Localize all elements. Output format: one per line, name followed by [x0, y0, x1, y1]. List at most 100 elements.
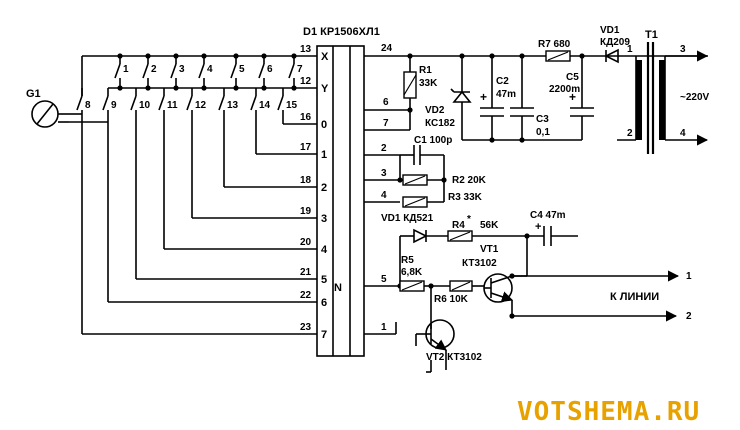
- t1-pin-1: 1: [627, 44, 633, 55]
- ic-pin-16: 16: [300, 112, 312, 123]
- ic-pin-21: 21: [300, 267, 312, 278]
- vd1-top-diode: [604, 48, 619, 64]
- ic-pin-1r: 1: [381, 322, 387, 333]
- keypad-top-2: 2: [151, 64, 157, 75]
- c5-label: C5: [566, 72, 579, 83]
- switch-top-1: [114, 63, 121, 79]
- r4-label: R4: [452, 220, 465, 231]
- ic-pin-2r: 2: [381, 143, 387, 154]
- r4-star: *: [467, 214, 471, 225]
- switch-top-4: [198, 63, 205, 79]
- switch-side-12: [186, 95, 193, 111]
- ic-pin-7: 7: [383, 118, 389, 129]
- vd1-top-value: КД209: [600, 37, 630, 48]
- c2-label: C2: [496, 76, 509, 87]
- ic-pin-name-22: 6: [321, 297, 327, 309]
- line-pin-1: 1: [686, 271, 692, 282]
- keypad-top-6: 6: [267, 64, 273, 75]
- ic-pin-name-23: 7: [321, 329, 327, 341]
- ic-pin-name-18: 2: [321, 182, 327, 194]
- ic-pin-3r: 3: [381, 168, 387, 179]
- ic-pin-name-13: X: [321, 51, 329, 63]
- vt1-value: КТ3102: [462, 258, 497, 269]
- ic-pin-name-19: 3: [321, 213, 327, 225]
- switch-side-10: [130, 95, 137, 111]
- keypad-side-10: 10: [139, 100, 151, 111]
- c5-value: 2200m: [549, 84, 580, 95]
- switch-top-5: [230, 63, 237, 79]
- keypad-top-5: 5: [239, 64, 245, 75]
- c4-plus: +: [535, 221, 541, 233]
- keypad-side-13: 13: [227, 100, 239, 111]
- watermark: VOTSHEMA.RU: [517, 397, 700, 427]
- keypad-side-11: 11: [167, 100, 178, 111]
- keypad-top-4: 4: [207, 64, 213, 75]
- r1-label: R1: [419, 65, 432, 76]
- vd2-zener: [450, 88, 472, 103]
- g1-label: G1: [26, 88, 41, 100]
- keypad-top-7: 7: [297, 64, 303, 75]
- g1-connector: G1: [26, 88, 69, 128]
- switch-side-15: [277, 95, 284, 111]
- switch-side-11: [158, 95, 165, 111]
- c2-value: 47m: [496, 89, 516, 100]
- junction-mid-4: [201, 85, 207, 91]
- ic-pin-12: 12: [300, 76, 312, 87]
- ic-pin-n-label: N: [334, 282, 342, 294]
- c4-label: C4 47m: [530, 210, 566, 221]
- keypad-side-9: 9: [111, 100, 117, 111]
- c3-value: 0,1: [536, 127, 550, 138]
- junction-mid-5: [233, 85, 239, 91]
- c3-label: C3: [536, 114, 549, 125]
- vt2-transistor: VT2 КТ3102: [415, 286, 482, 373]
- keypad-top-3: 3: [179, 64, 185, 75]
- oscillator-section: 2 3 4 C1 100p R2 20K R3 33K: [364, 135, 487, 208]
- r6-label: R6 10K: [434, 294, 469, 305]
- r4-value: 56K: [480, 220, 499, 231]
- ic-pin-name-17: 1: [321, 149, 327, 161]
- ic-pin-name-16: 0: [321, 119, 327, 131]
- switch-top-7: [288, 63, 295, 79]
- ic-pin-6: 6: [383, 97, 389, 108]
- switch-top-3: [170, 63, 177, 79]
- vd1-mid-label: VD1 КД521: [381, 213, 434, 224]
- output-stage: 5 VD1 КД521 R4 * 56K + C4 47m R5 6,8K: [364, 210, 692, 373]
- t1-pin-3: 3: [680, 44, 686, 55]
- ic-d1: D1 КР1506ХЛ1 N: [303, 26, 380, 357]
- vd1-top-label: VD1: [600, 25, 620, 36]
- c2-plus: +: [480, 90, 487, 104]
- ic-pin-19: 19: [300, 206, 312, 217]
- ic-pin-18: 18: [300, 175, 312, 186]
- vt1-label: VT1: [480, 244, 499, 255]
- junction-mid-1: [117, 85, 123, 91]
- power-section: 24 R1 33K 6 7 VD2 КС182 + C2 47m: [364, 25, 710, 154]
- ic-pin-name-12: Y: [321, 83, 329, 95]
- switch-side-8: [76, 95, 83, 111]
- switch-top-6: [258, 63, 265, 79]
- junction-mid-6: [261, 85, 267, 91]
- junction-mid-2: [145, 85, 151, 91]
- vt2-label: VT2 КТ3102: [426, 352, 482, 363]
- line-pin-2: 2: [686, 311, 692, 322]
- chip-label: D1 КР1506ХЛ1: [303, 26, 380, 38]
- vd1-mid-diode: [413, 228, 428, 244]
- t1-pin-4: 4: [680, 128, 686, 139]
- t1-pin-2: 2: [627, 128, 633, 139]
- keypad-side-15: 15: [286, 100, 298, 111]
- vt1-transistor: VT1 КТ3102: [462, 244, 514, 316]
- t1-label: T1: [645, 29, 658, 41]
- switch-side-9: [102, 95, 109, 111]
- ic-pin-name-21: 5: [321, 274, 327, 286]
- c1-label: C1 100p: [414, 135, 452, 146]
- vd2-label: VD2: [425, 105, 445, 116]
- ic-pin-name-20: 4: [321, 244, 328, 256]
- r2-label: R2 20K: [452, 175, 487, 186]
- junction-mid-3: [173, 85, 179, 91]
- keypad-side-14: 14: [259, 100, 271, 111]
- ic-pin-24: 24: [381, 43, 393, 54]
- c5-plus: +: [569, 90, 576, 104]
- r7-label: R7 680: [538, 39, 571, 50]
- ic-pin-20: 20: [300, 237, 312, 248]
